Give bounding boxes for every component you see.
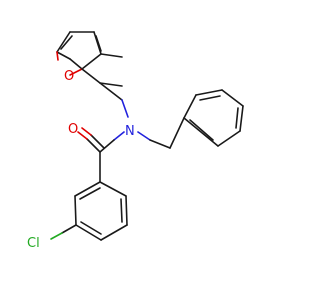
- bond-furan-to-ch2: [100, 53, 123, 58]
- ring-c-6: [74, 181, 101, 197]
- bond-furan-c3-c4-inner: [60, 35, 73, 50]
- bond-co-2: [90, 134, 105, 149]
- bond-ch2-b: [81, 68, 101, 84]
- bond-c-cl-green: [50, 232, 63, 240]
- ring-c-4: [75, 224, 102, 241]
- furan-ring: O: [56, 31, 102, 84]
- benzyl-phenyl-ring: [183, 89, 244, 147]
- bond-n-to-benzyl: [137, 131, 151, 141]
- ring-c-3: [100, 224, 128, 241]
- bond-n-to-carbonyl: [113, 131, 125, 141]
- bond-furan-c5-c2: [81, 53, 102, 70]
- bond-co-2-red: [81, 127, 92, 136]
- amide-nitrogen-label: N: [125, 124, 135, 139]
- ring-b-4: [239, 105, 244, 132]
- chlorine-label: Cl: [27, 236, 40, 251]
- ring-c-2: [125, 195, 128, 226]
- carbonyl-oxygen-label: O: [68, 122, 78, 137]
- ring-c-1: [99, 181, 127, 197]
- furan-oxygen-label: O: [64, 69, 74, 84]
- ring-b-2: [195, 89, 223, 96]
- ring-c-2-inner: [120, 198, 123, 223]
- bond-co-1-red: [77, 131, 88, 140]
- ring-b-1: [183, 94, 197, 119]
- ring-b-6-inner: [189, 119, 214, 141]
- ring-b-3: [221, 89, 244, 107]
- molecule-canvas: O N O: [27, 31, 244, 251]
- bond-to-carbonyl-c: [99, 139, 115, 153]
- structure-diagram: O N O: [27, 31, 244, 251]
- bond-furan-c4-c5-inner: [95, 35, 102, 52]
- bond-benzyl-ch2: [149, 139, 171, 149]
- ring-c-4-inner: [80, 221, 102, 235]
- bond-furan-o-right: [69, 68, 83, 76]
- ring-b-6: [183, 117, 219, 147]
- bond-ch2-to-n: [121, 99, 129, 118]
- bond-co-1: [86, 138, 101, 153]
- chlorophenyl-ring: [74, 181, 128, 241]
- bond-furan-o-left: [56, 51, 59, 61]
- ring-c-6-inner: [79, 187, 101, 200]
- bond-furan-c2-c1: [69, 58, 83, 70]
- bond-furan-c3-c4-a: [56, 31, 71, 53]
- bond-furan-c1-c3: [56, 51, 71, 60]
- ring-c-5: [74, 195, 77, 226]
- bond-ch2-a: [99, 82, 123, 87]
- ring-b-2-inner: [199, 95, 221, 101]
- bond-ch2-down: [99, 82, 123, 101]
- ring-b-4-inner: [235, 107, 239, 129]
- bond-benzyl-to-ring: [169, 117, 185, 149]
- bond-c-cl: [61, 224, 77, 234]
- ring-b-5: [217, 130, 241, 147]
